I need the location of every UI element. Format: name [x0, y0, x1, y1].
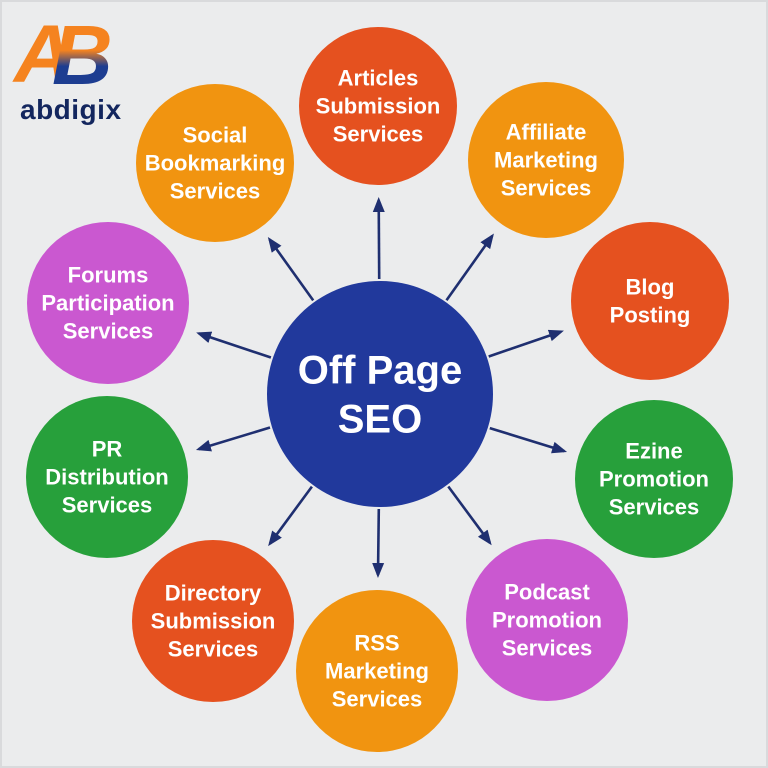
- brand-name: abdigix: [20, 94, 122, 125]
- node-circle-social-bookmarking-services: [136, 84, 294, 242]
- node-circle-blog-posting: [571, 222, 729, 380]
- arrow-to-blog-posting: [488, 329, 564, 358]
- node-circle-directory-submission-services: [132, 540, 294, 702]
- arrow-to-directory-submission-services: [268, 485, 313, 547]
- abdigix-logo: A B abdigix: [12, 6, 146, 126]
- node-circle-articles-submission-services: [299, 27, 457, 185]
- node-circle-podcast-promotion-services: [466, 539, 628, 701]
- node-circle-rss-marketing-services: [296, 590, 458, 752]
- monogram-letter-b: B: [52, 8, 113, 102]
- arrow-to-affiliate-marketing-services: [445, 233, 494, 301]
- node-circle-ezine-promotion-services: [575, 400, 733, 558]
- arrow-to-forums-participation-services: [196, 331, 272, 359]
- arrow-to-articles-submission-services: [372, 197, 385, 280]
- node-circle-pr-distribution-services: [26, 396, 188, 558]
- node-circle-forums-participation-services: [27, 222, 189, 384]
- node-circle-off-page-seo: [267, 281, 493, 507]
- arrow-to-podcast-promotion-services: [447, 485, 492, 546]
- ab-monogram-icon: A B: [12, 8, 113, 102]
- arrow-to-social-bookmarking-services: [267, 237, 315, 302]
- arrow-to-rss-marketing-services: [372, 508, 385, 578]
- arrow-to-pr-distribution-services: [195, 426, 271, 452]
- node-circle-affiliate-marketing-services: [468, 82, 624, 238]
- arrow-to-ezine-promotion-services: [489, 426, 568, 454]
- monogram-letter-a: A: [12, 9, 73, 100]
